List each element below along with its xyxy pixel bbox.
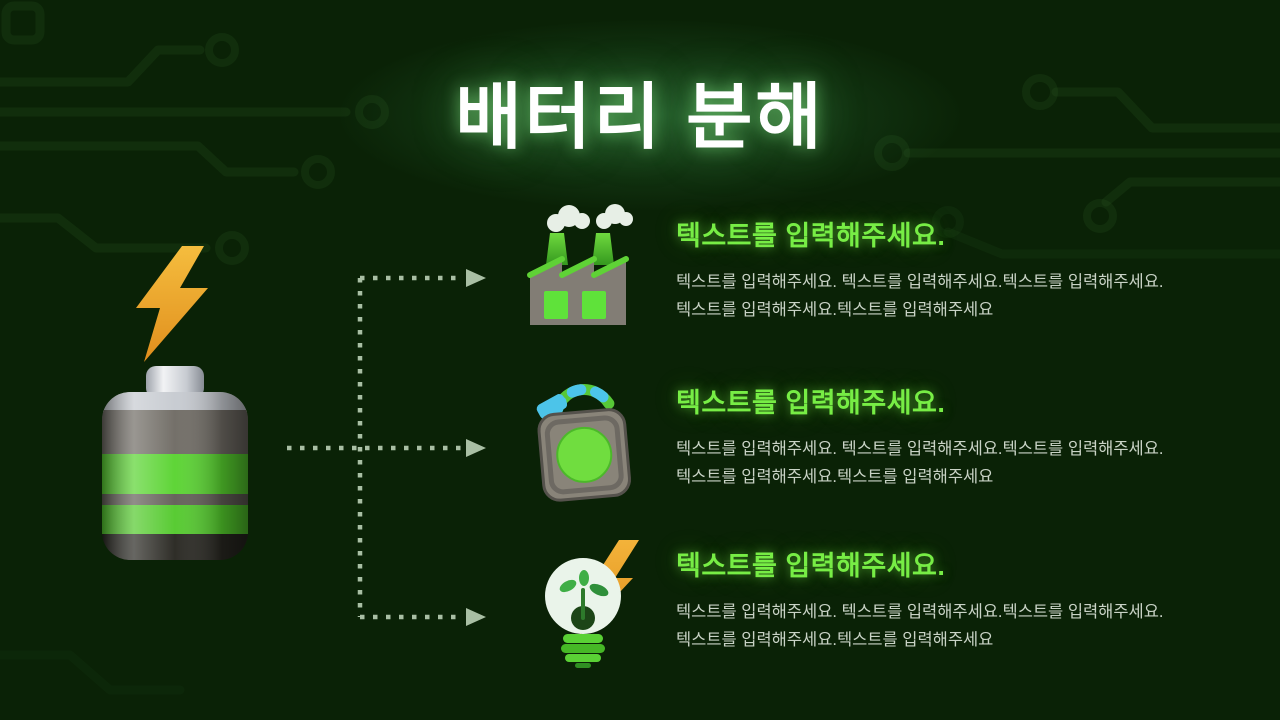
section-body: 텍스트를 입력해주세요. 텍스트를 입력해주세요.텍스트를 입력해주세요. 텍스… xyxy=(676,273,1164,319)
section-heading: 텍스트를 입력해주세요. xyxy=(676,551,946,581)
section-heading: 텍스트를 입력해주세요. xyxy=(676,388,946,418)
page-title: 배터리 분해 xyxy=(455,78,825,158)
section-heading: 텍스트를 입력해주세요. xyxy=(676,221,946,251)
battery-3d-icon xyxy=(102,366,248,560)
lightning-bolt-icon xyxy=(136,246,208,362)
section-body: 텍스트를 입력해주세요. 텍스트를 입력해주세요.텍스트를 입력해주세요. 텍스… xyxy=(676,603,1164,649)
title-glow xyxy=(340,20,960,210)
section-body: 텍스트를 입력해주세요. 텍스트를 입력해주세요.텍스트를 입력해주세요. 텍스… xyxy=(676,440,1164,486)
section-row: 텍스트를 입력해주세요. 텍스트를 입력해주세요. 텍스트를 입력해주세요.텍스… xyxy=(676,214,1210,324)
connector-arrows xyxy=(287,269,486,626)
fuel-canister-icon xyxy=(536,384,632,502)
section-row: 텍스트를 입력해주세요. 텍스트를 입력해주세요. 텍스트를 입력해주세요.텍스… xyxy=(676,381,1210,491)
arrow-head-icon xyxy=(466,269,486,626)
factory-icon xyxy=(527,204,633,325)
eco-bulb-icon xyxy=(545,540,639,668)
section-row: 텍스트를 입력해주세요. 텍스트를 입력해주세요. 텍스트를 입력해주세요.텍스… xyxy=(676,544,1210,654)
